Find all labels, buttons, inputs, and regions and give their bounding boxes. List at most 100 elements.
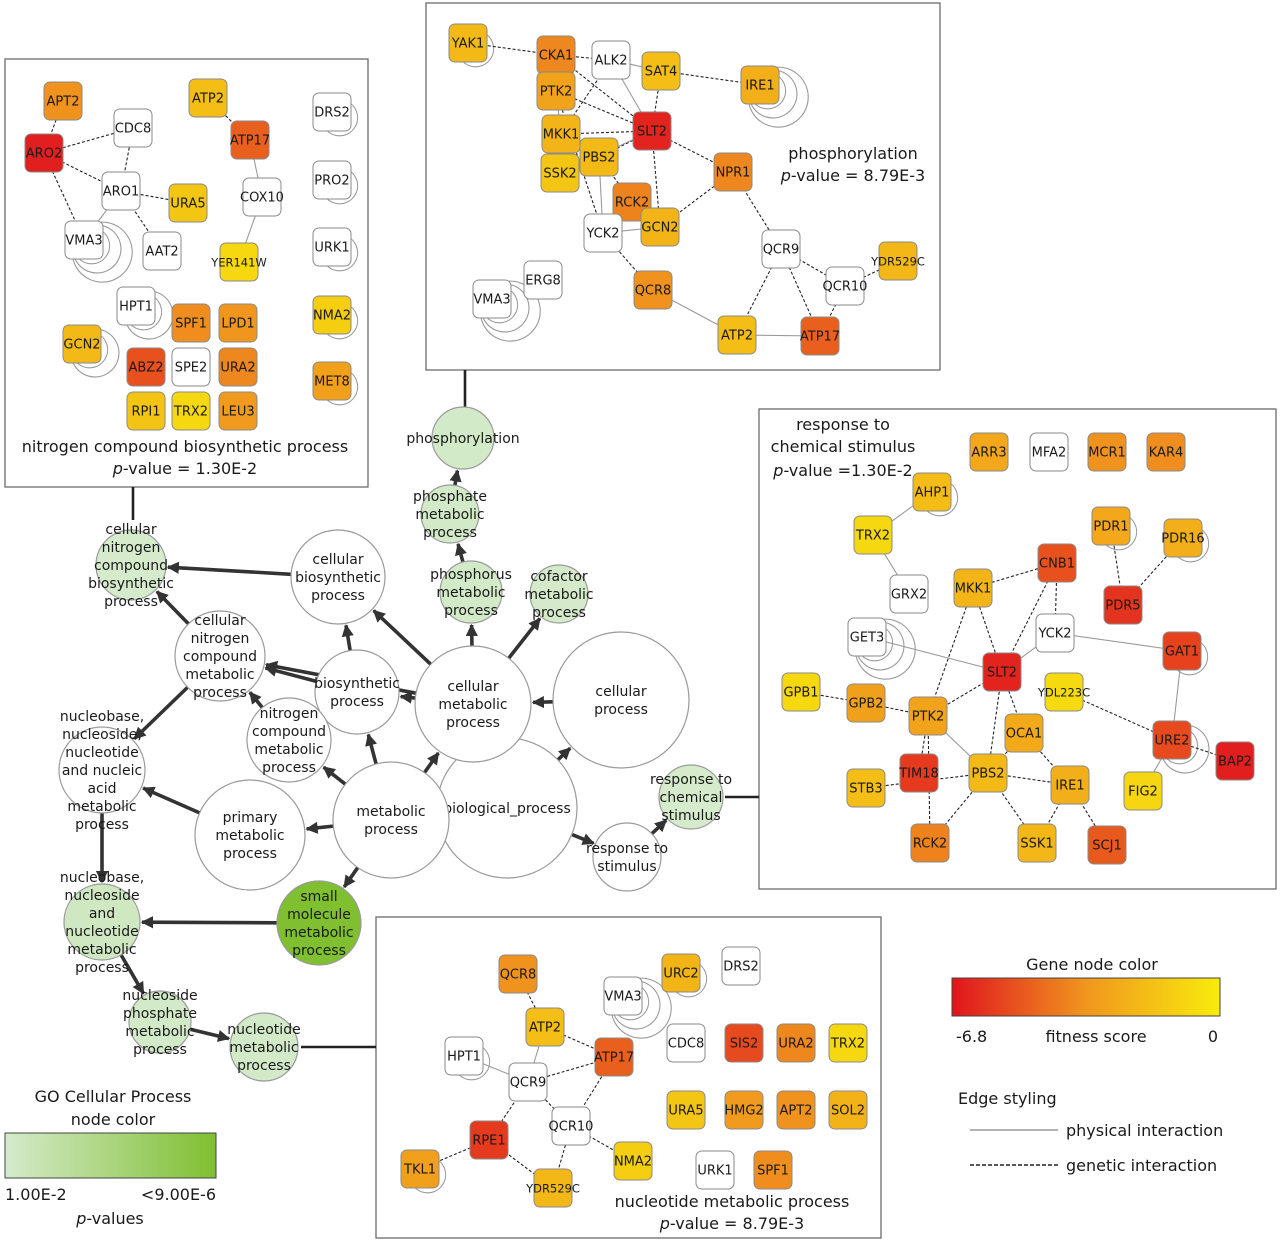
gene-node-SCJ1[interactable]: SCJ1 <box>1087 825 1127 865</box>
gene-node-QCR9[interactable]: QCR9 <box>761 229 801 269</box>
gene-node-PBS2[interactable]: PBS2 <box>968 753 1008 793</box>
gene-node-URA2[interactable]: URA2 <box>218 347 258 387</box>
gene-node-DRS2[interactable]: DRS2 <box>312 92 352 132</box>
gene-node-PDR1[interactable]: PDR1 <box>1091 506 1131 546</box>
gene-node-SIS2[interactable]: SIS2 <box>724 1023 764 1063</box>
gene-node-NMA2[interactable]: NMA2 <box>312 295 352 335</box>
gene-node-URA5[interactable]: URA5 <box>666 1090 706 1130</box>
gene-node-TRX2[interactable]: TRX2 <box>171 391 211 431</box>
gene-node-LPD1[interactable]: LPD1 <box>218 303 258 343</box>
gene-node-OCA1[interactable]: OCA1 <box>1004 713 1044 753</box>
gene-node-GCN2[interactable]: GCN2 <box>62 324 102 364</box>
gene-node-ARR3[interactable]: ARR3 <box>969 432 1009 472</box>
gene-node-URA5[interactable]: URA5 <box>168 183 208 223</box>
gene-node-TKL1[interactable]: TKL1 <box>400 1149 440 1189</box>
go-node-phosphorylation[interactable]: phosphorylation <box>406 406 520 470</box>
gene-node-QCR10[interactable]: QCR10 <box>823 266 868 306</box>
gene-node-STB3[interactable]: STB3 <box>846 768 886 808</box>
gene-node-APT2[interactable]: APT2 <box>776 1090 816 1130</box>
gene-node-QCR8[interactable]: QCR8 <box>498 954 538 994</box>
gene-node-GPB1[interactable]: GPB1 <box>781 672 821 712</box>
gene-node-URK1[interactable]: URK1 <box>312 227 352 267</box>
gene-node-YAK1[interactable]: YAK1 <box>448 23 488 63</box>
gene-node-ATP2[interactable]: ATP2 <box>188 78 228 118</box>
gene-node-YCK2[interactable]: YCK2 <box>583 213 623 253</box>
gene-node-URE2[interactable]: URE2 <box>1152 720 1192 760</box>
gene-node-URK1[interactable]: URK1 <box>695 1150 735 1190</box>
gene-node-GAT1[interactable]: GAT1 <box>1162 631 1202 671</box>
gene-node-ERG8[interactable]: ERG8 <box>523 260 563 300</box>
gene-node-RPI1[interactable]: RPI1 <box>126 391 166 431</box>
gene-node-SLT2[interactable]: SLT2 <box>632 111 672 151</box>
gene-node-RPE1[interactable]: RPE1 <box>469 1120 509 1160</box>
gene-node-GET3[interactable]: GET3 <box>847 617 887 657</box>
gene-node-AAT2[interactable]: AAT2 <box>142 231 182 271</box>
gene-node-IRE1[interactable]: IRE1 <box>1050 765 1090 805</box>
gene-node-ATP2[interactable]: ATP2 <box>525 1007 565 1047</box>
gene-node-URA2[interactable]: URA2 <box>776 1023 816 1063</box>
gene-node-APT2[interactable]: APT2 <box>43 81 83 121</box>
gene-node-SSK1[interactable]: SSK1 <box>1017 823 1057 863</box>
gene-node-YDL223C[interactable]: YDL223C <box>1037 672 1090 712</box>
gene-node-VMA3[interactable]: VMA3 <box>603 976 643 1016</box>
gene-node-GCN2[interactable]: GCN2 <box>640 207 680 247</box>
gene-node-SPF1[interactable]: SPF1 <box>753 1150 793 1190</box>
gene-node-ABZ2[interactable]: ABZ2 <box>126 347 166 387</box>
gene-node-HMG2[interactable]: HMG2 <box>724 1090 764 1130</box>
gene-node-MKK1[interactable]: MKK1 <box>541 114 581 154</box>
gene-node-QCR9[interactable]: QCR9 <box>508 1062 548 1102</box>
gene-node-ATP17[interactable]: ATP17 <box>594 1037 634 1077</box>
gene-node-QCR8[interactable]: QCR8 <box>633 270 673 310</box>
gene-node-ATP17[interactable]: ATP17 <box>800 316 840 356</box>
gene-node-MET8[interactable]: MET8 <box>312 361 352 401</box>
gene-node-PDR5[interactable]: PDR5 <box>1103 585 1143 625</box>
gene-node-HPT1[interactable]: HPT1 <box>116 286 156 326</box>
gene-node-PTK2[interactable]: PTK2 <box>908 696 948 736</box>
gene-node-CDC8[interactable]: CDC8 <box>666 1023 706 1063</box>
gene-node-YDR529C[interactable]: YDR529C <box>525 1168 580 1208</box>
gene-node-NMA2[interactable]: NMA2 <box>613 1141 653 1181</box>
gene-node-MKK1[interactable]: MKK1 <box>953 568 993 608</box>
gene-node-PTK2[interactable]: PTK2 <box>536 71 576 111</box>
gene-node-SOL2[interactable]: SOL2 <box>828 1090 868 1130</box>
gene-node-PDR16[interactable]: PDR16 <box>1161 518 1205 558</box>
gene-node-PBS2[interactable]: PBS2 <box>579 137 619 177</box>
gene-node-ARO1[interactable]: ARO1 <box>101 171 141 211</box>
gene-node-YDR529C[interactable]: YDR529C <box>870 241 925 281</box>
gene-node-SLT2[interactable]: SLT2 <box>982 652 1022 692</box>
gene-node-TIM18[interactable]: TIM18 <box>898 753 939 793</box>
gene-node-RCK2[interactable]: RCK2 <box>910 823 950 863</box>
gene-node-KAR4[interactable]: KAR4 <box>1146 432 1186 472</box>
gene-node-SAT4[interactable]: SAT4 <box>641 51 681 91</box>
gene-node-YER141W[interactable]: YER141W <box>210 242 267 282</box>
gene-node-GRX2[interactable]: GRX2 <box>889 574 929 614</box>
gene-node-FIG2[interactable]: FIG2 <box>1123 771 1163 811</box>
gene-node-SPE2[interactable]: SPE2 <box>171 347 211 387</box>
gene-node-VMA3[interactable]: VMA3 <box>472 279 512 319</box>
gene-node-HPT1[interactable]: HPT1 <box>444 1036 484 1076</box>
gene-node-BAP2[interactable]: BAP2 <box>1215 741 1255 781</box>
gene-node-CKA1[interactable]: CKA1 <box>536 35 576 75</box>
gene-node-TRX2[interactable]: TRX2 <box>853 515 893 555</box>
gene-node-COX10[interactable]: COX10 <box>240 177 284 217</box>
gene-node-ALK2[interactable]: ALK2 <box>591 40 631 80</box>
gene-node-YCK2[interactable]: YCK2 <box>1035 613 1075 653</box>
gene-node-ATP17[interactable]: ATP17 <box>230 120 270 160</box>
gene-node-DRS2[interactable]: DRS2 <box>721 946 761 986</box>
